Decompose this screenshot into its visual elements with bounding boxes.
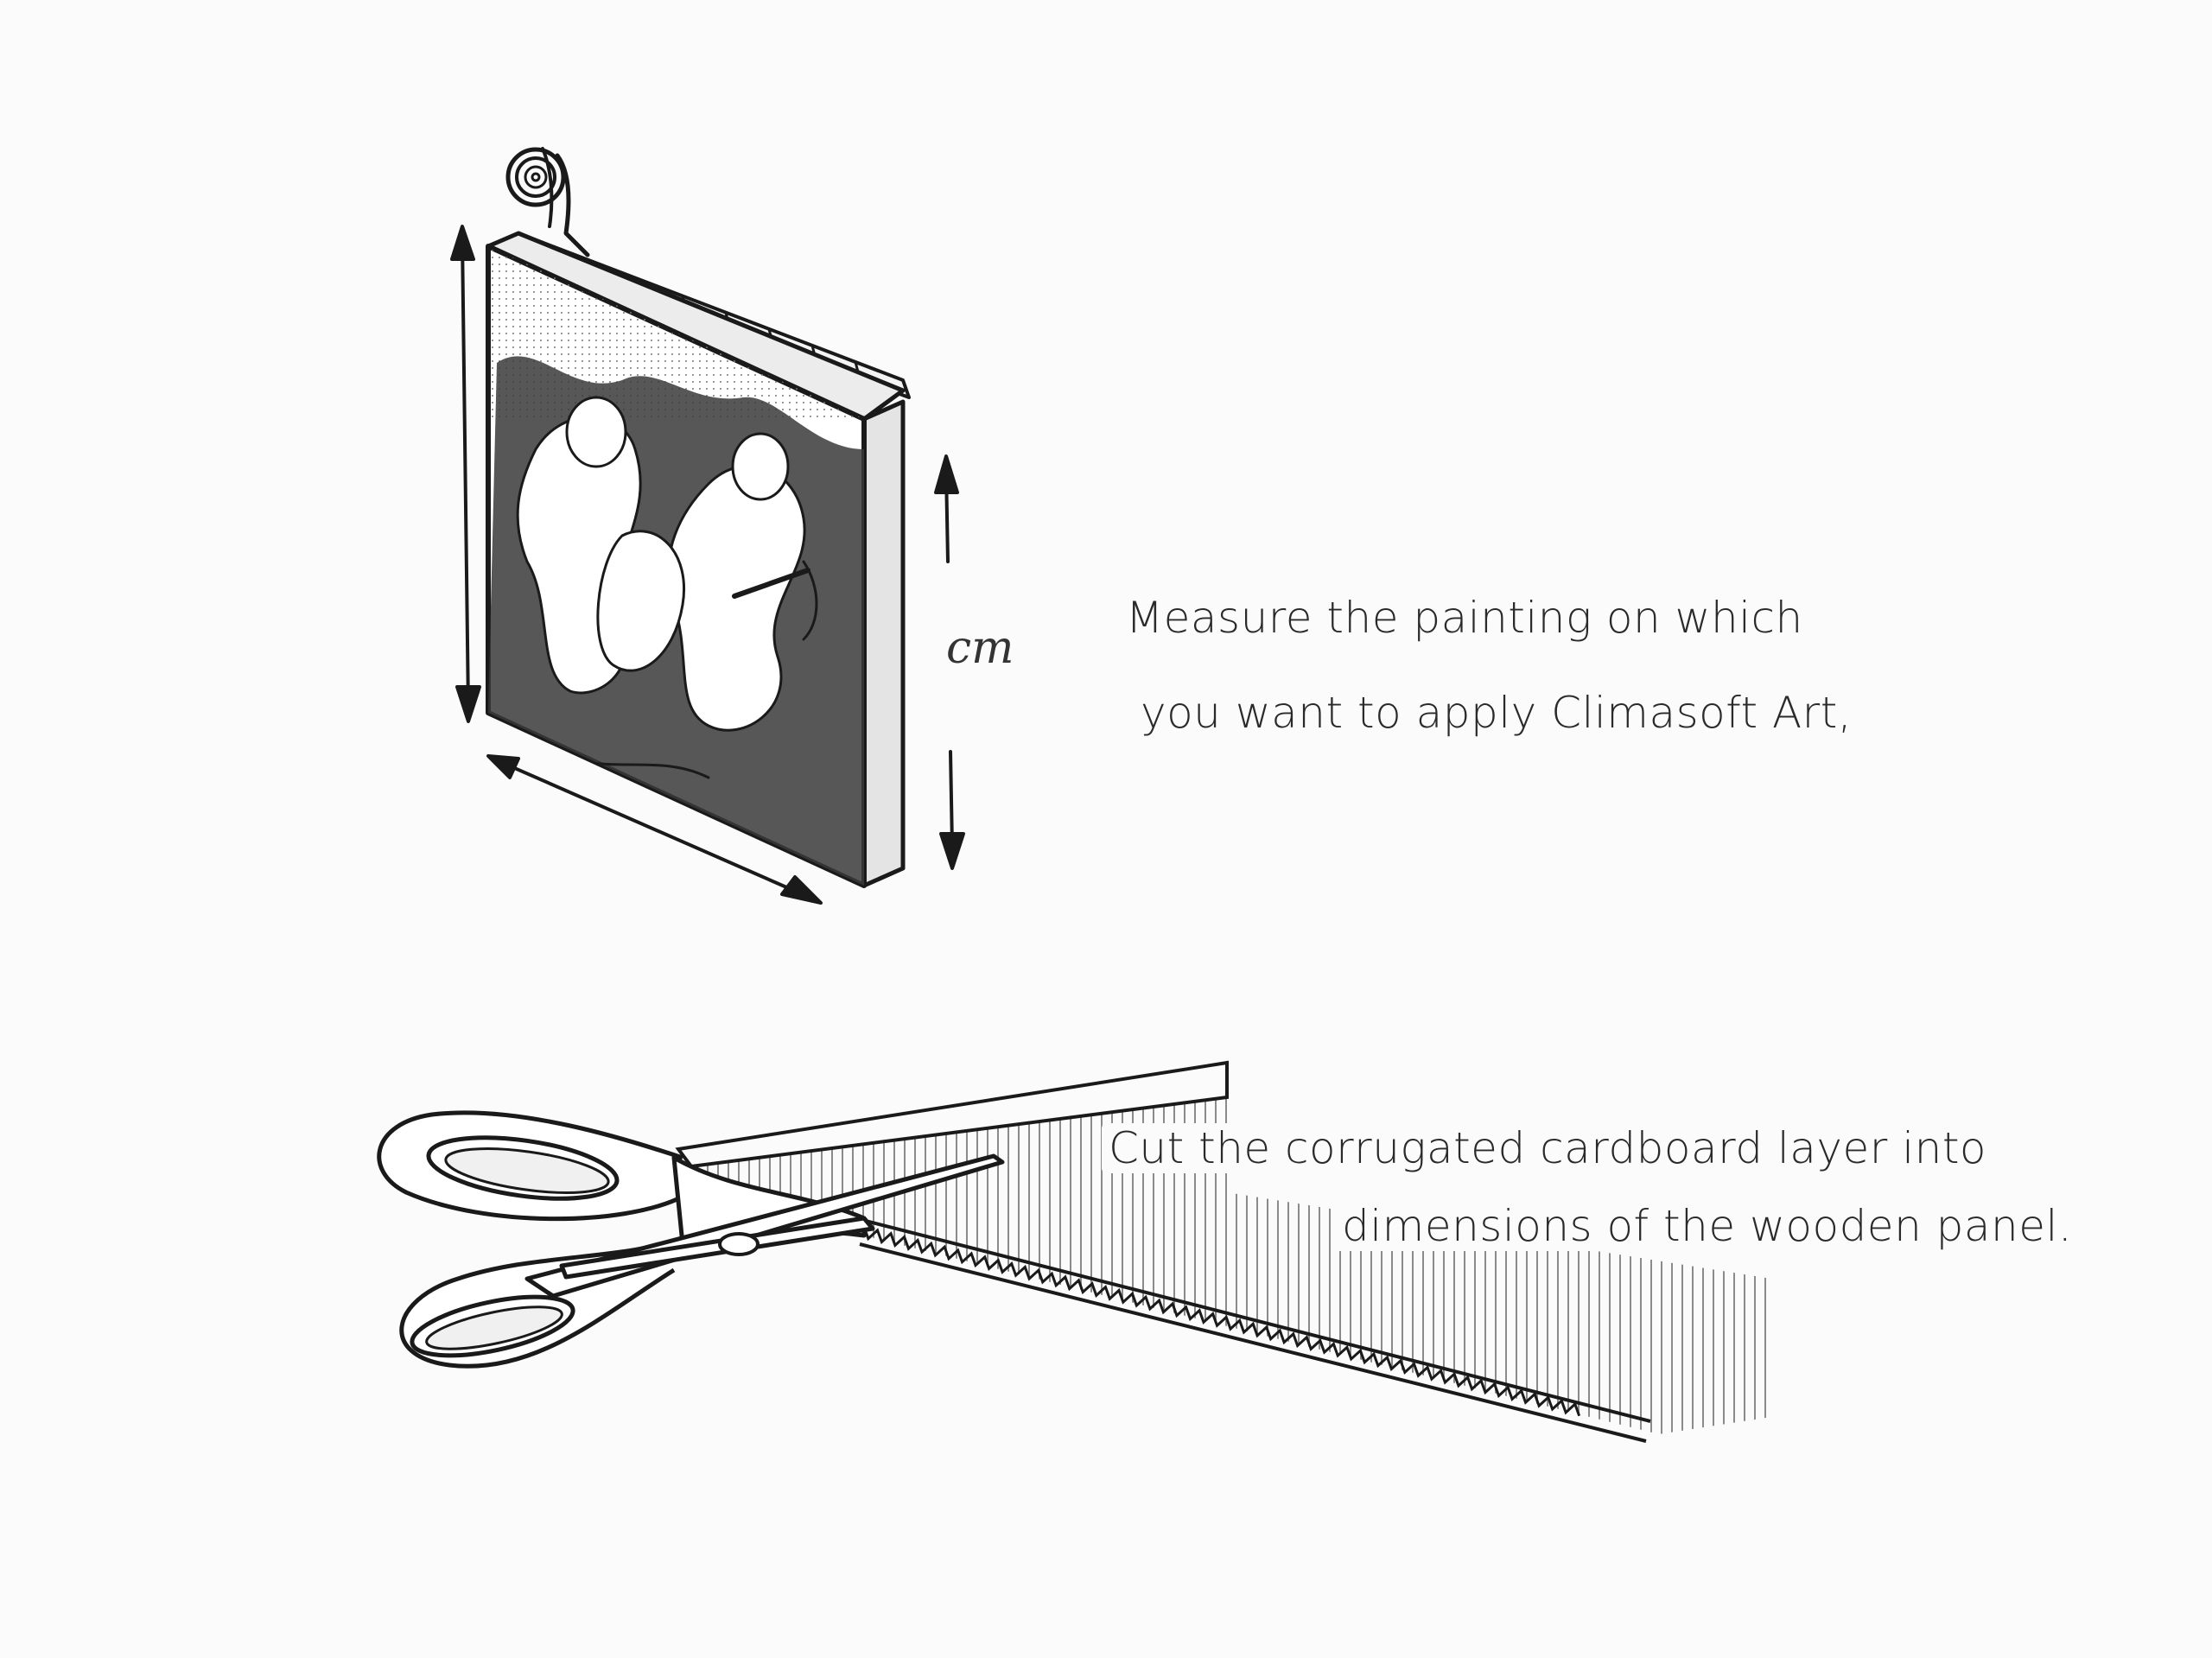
unit-label: cm [946, 622, 1014, 674]
step2-line1: Cut the corrugated cardboard layer into [1102, 1123, 1994, 1173]
step1-line1: Measure the painting on which [1126, 593, 1803, 643]
scissors-icon [377, 1110, 1005, 1369]
painting-artwork [488, 246, 864, 886]
corrugated-edge [862, 1226, 1581, 1417]
tape-measure-icon [505, 147, 590, 257]
width-arrow [486, 754, 823, 905]
step2-line2: dimensions of the wooden panel. [1335, 1201, 2080, 1251]
step1-line2: you want to apply Climasoft Art, [1141, 688, 1853, 738]
cm-arrow [934, 454, 965, 870]
painting-illustration [450, 147, 965, 905]
cardboard-sheet [678, 1063, 1771, 1434]
cutting-illustration [377, 1060, 1771, 1443]
height-arrow [450, 225, 481, 723]
